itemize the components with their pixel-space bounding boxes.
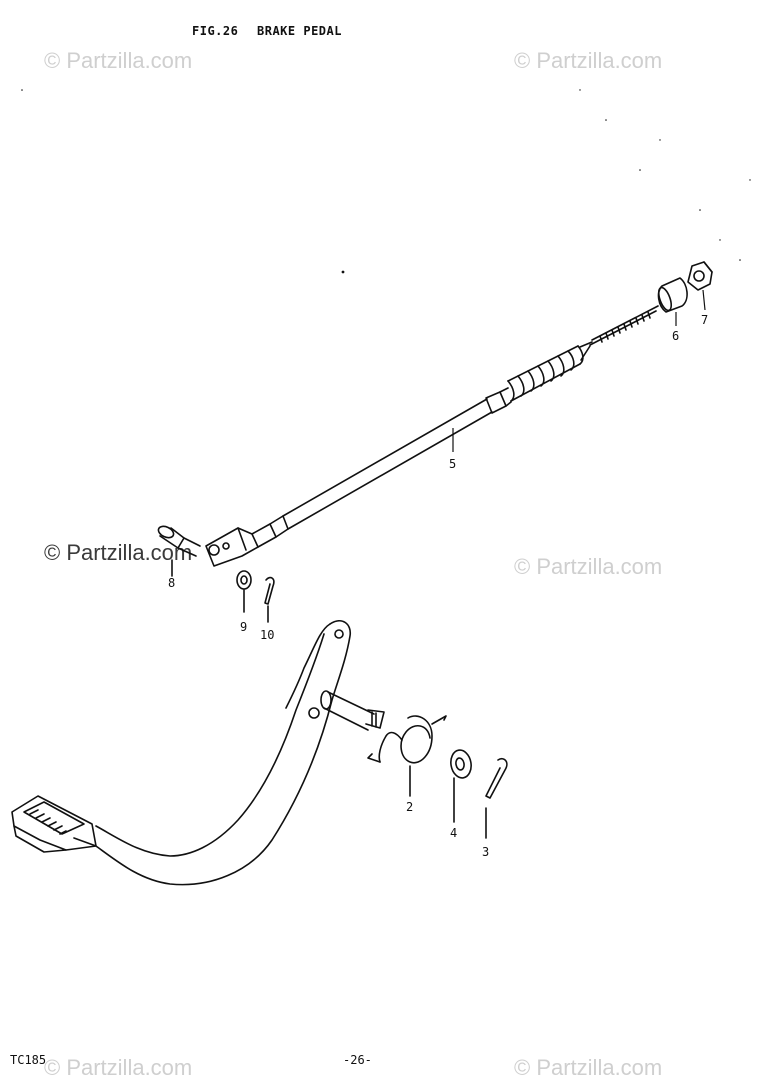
cotter-pin-part-3	[485, 757, 508, 839]
figure-title: BRAKE PEDAL	[257, 24, 342, 38]
callout-10: 10	[260, 628, 275, 642]
washer-part-9	[236, 570, 252, 613]
watermark-mid-left: © Partzilla.com	[44, 540, 193, 565]
nut-part-7	[687, 261, 713, 291]
watermark-top-right: © Partzilla.com	[514, 48, 663, 73]
callout-3: 3	[482, 845, 490, 859]
callout-7: 7	[701, 313, 709, 327]
callout-6: 6	[672, 329, 680, 343]
washer-part-4	[450, 749, 472, 823]
callout-2: 2	[406, 800, 414, 814]
brake-pedal-part-1	[11, 620, 385, 886]
return-spring-part-2	[367, 715, 447, 797]
watermark-mid-right: © Partzilla.com	[514, 554, 663, 579]
cotter-pin-part-10	[264, 576, 275, 623]
watermark-bottom-left: © Partzilla.com	[44, 1055, 193, 1080]
watermark-top-left: © Partzilla.com	[44, 48, 193, 73]
watermark-bottom-right: © Partzilla.com	[514, 1055, 663, 1080]
callout-4: 4	[450, 826, 458, 840]
callout-5: 5	[449, 457, 457, 471]
scan-speckles	[21, 89, 751, 274]
joint-part-6	[657, 277, 688, 313]
model-code: TC185	[10, 1053, 47, 1067]
page-number: -26-	[343, 1053, 372, 1067]
callout-8: 8	[168, 576, 176, 590]
clevis-pin-part-8	[157, 525, 201, 577]
callout-9: 9	[240, 620, 248, 634]
figure-number: FIG.26	[192, 24, 239, 38]
brake-rod-part-5	[205, 305, 659, 567]
